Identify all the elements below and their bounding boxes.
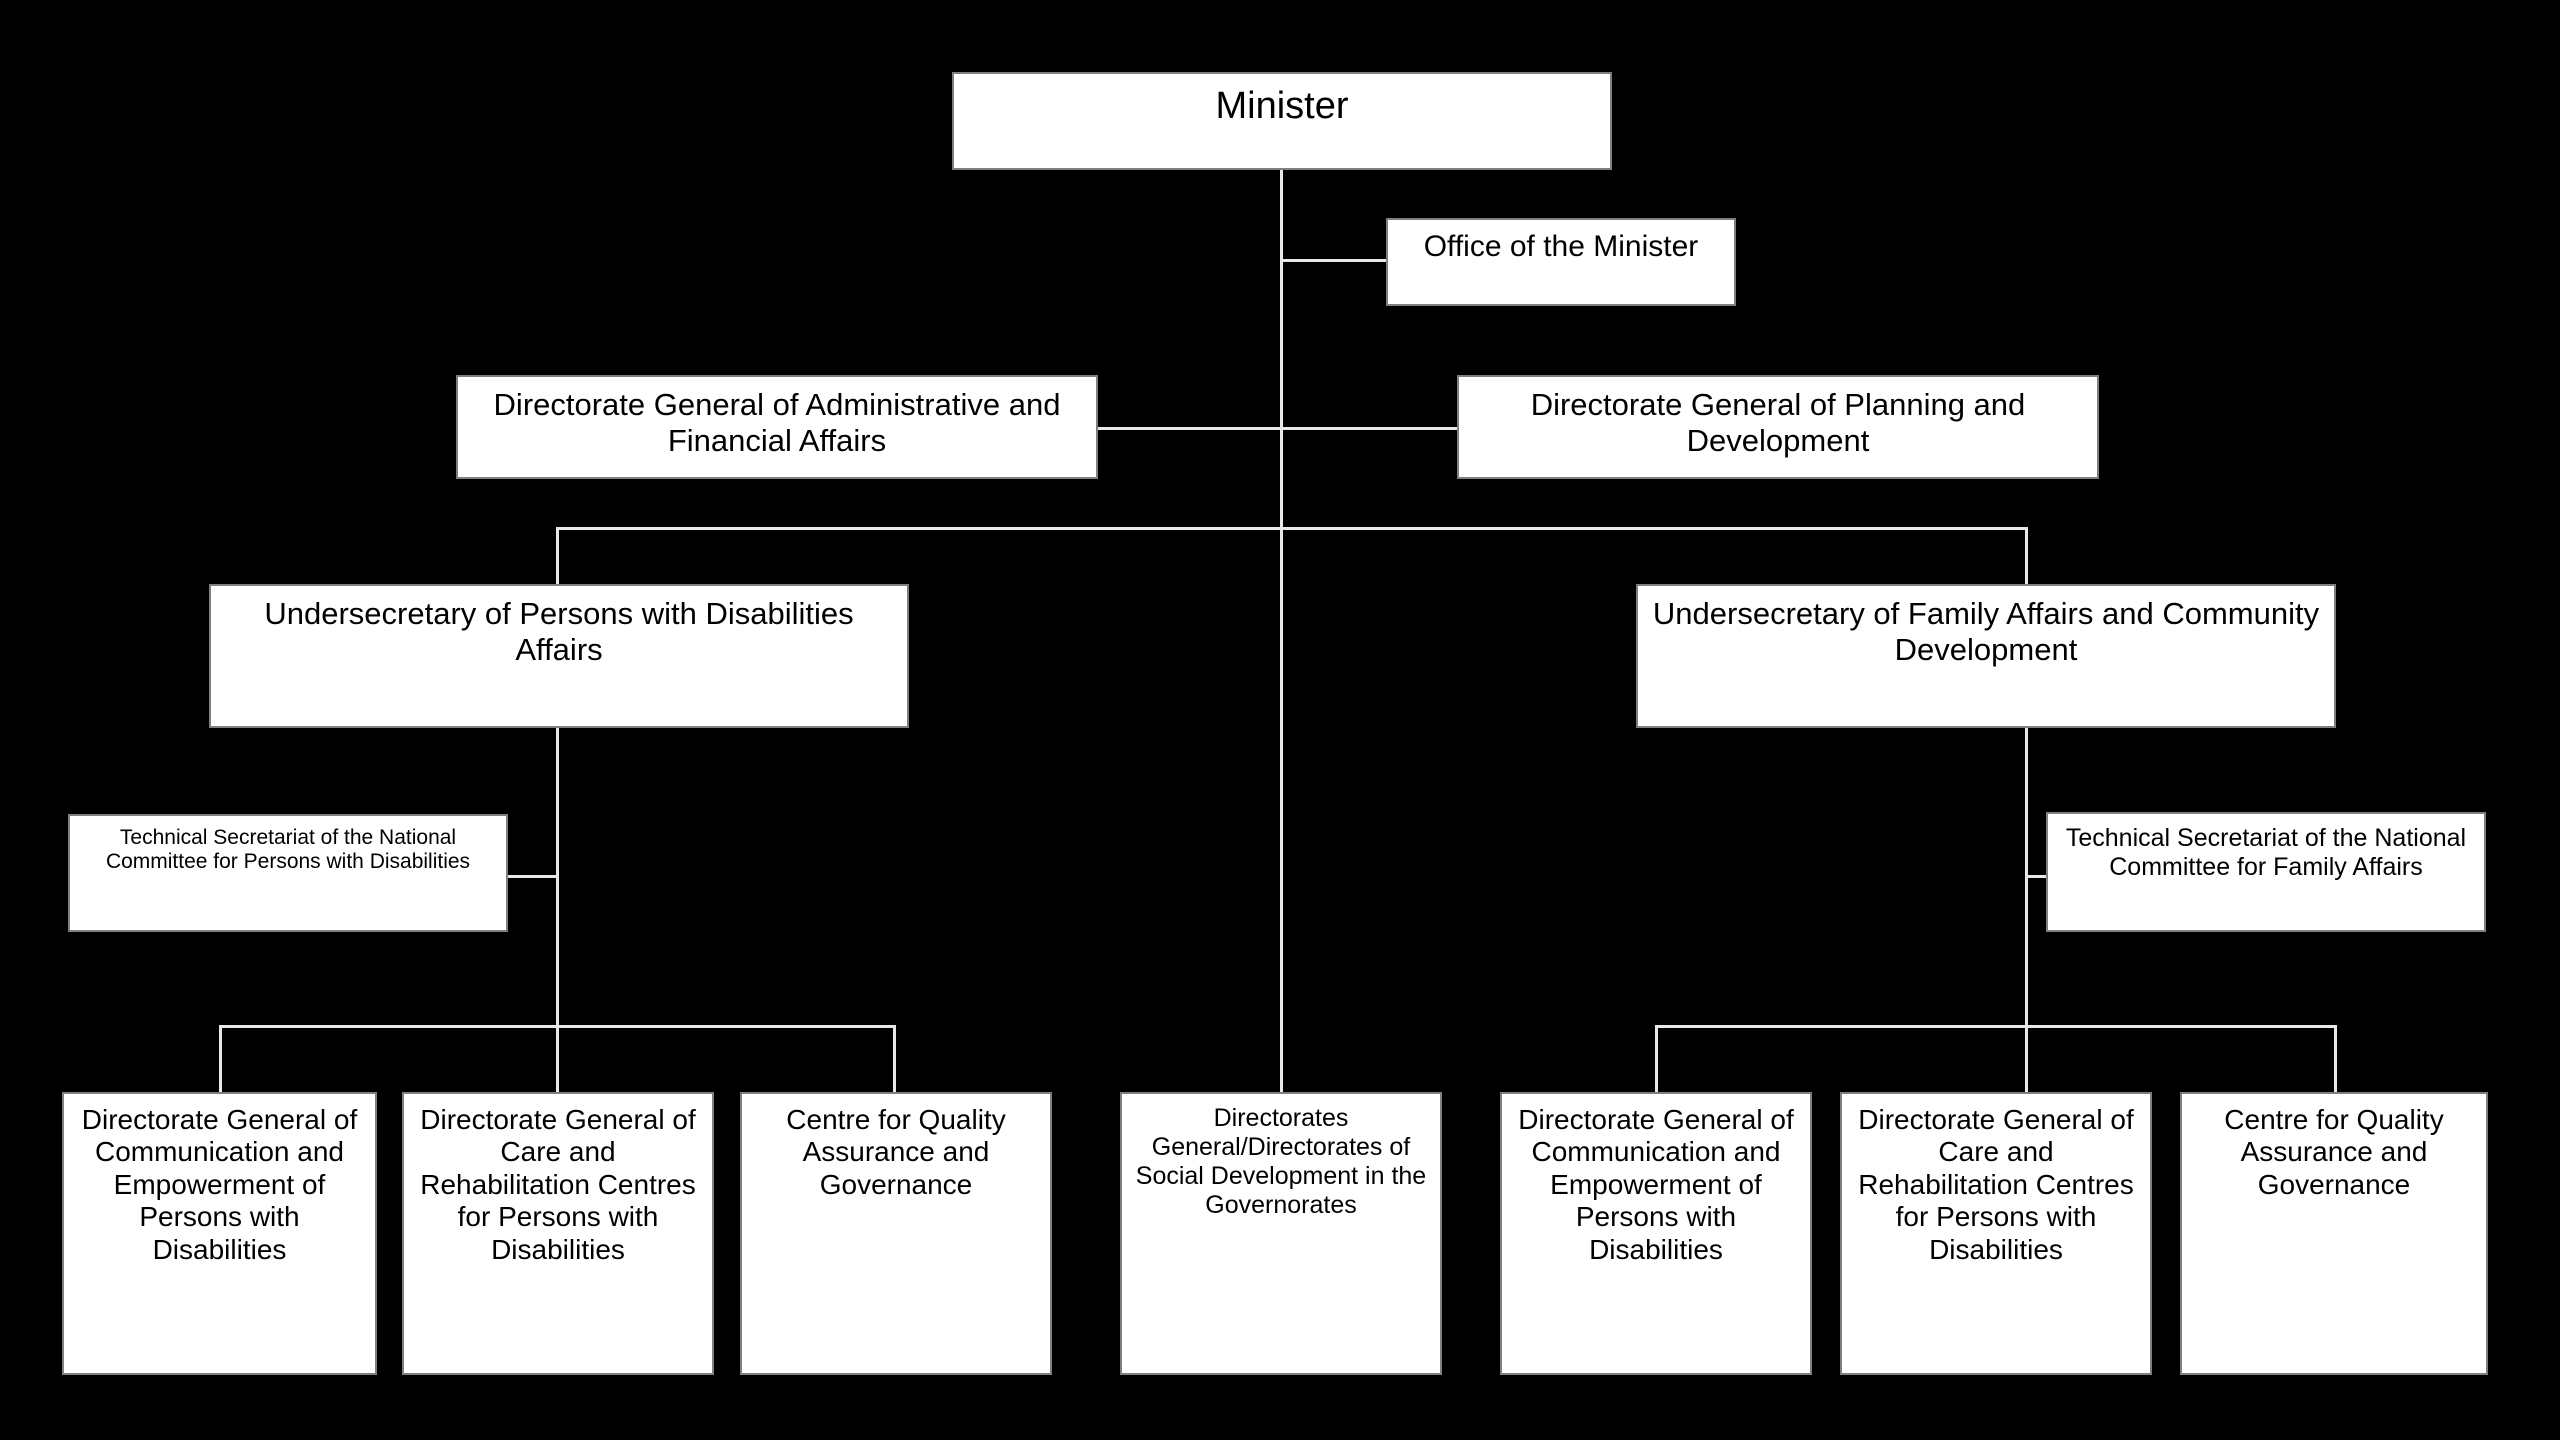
node-dg-communication-empowerment-left-label: Directorate General of Communication and… (81, 1104, 358, 1265)
connector-right-child3 (2334, 1025, 2337, 1093)
node-dg-planning-development-label: Directorate General of Planning and Deve… (1530, 387, 2026, 458)
node-undersecretary-family-affairs[interactable]: Undersecretary of Family Affairs and Com… (1636, 584, 2336, 728)
connector-left-child2 (556, 1025, 559, 1093)
node-dg-care-rehabilitation-right-label: Directorate General of Care and Rehabili… (1858, 1104, 2134, 1265)
node-minister-label: Minister (1215, 85, 1349, 127)
connector-left-child1 (219, 1025, 222, 1093)
node-directorates-social-development[interactable]: Directorates General/Directorates of Soc… (1120, 1092, 1442, 1375)
node-dg-planning-development[interactable]: Directorate General of Planning and Deve… (1457, 375, 2099, 479)
node-directorates-social-development-label: Directorates General/Directorates of Soc… (1135, 1104, 1427, 1219)
node-technical-secretariat-family-label: Technical Secretariat of the National Co… (2065, 824, 2467, 881)
connector-crossbar-to-us-right (2025, 527, 2028, 585)
node-centre-quality-right-label: Centre for Quality Assurance and Governa… (2224, 1104, 2444, 1200)
node-dg-administrative-financial-label: Directorate General of Administrative an… (493, 387, 1061, 458)
node-dg-administrative-financial[interactable]: Directorate General of Administrative an… (456, 375, 1098, 479)
node-undersecretary-disabilities-label: Undersecretary of Persons with Disabilit… (264, 596, 854, 667)
node-dg-communication-empowerment-right[interactable]: Directorate General of Communication and… (1500, 1092, 1812, 1375)
node-technical-secretariat-disabilities[interactable]: Technical Secretariat of the National Co… (68, 814, 508, 932)
node-office-of-the-minister-label: Office of the Minister (1423, 230, 1699, 263)
connector-minister-to-office (1280, 259, 1388, 262)
node-dg-communication-empowerment-right-label: Directorate General of Communication and… (1518, 1104, 1794, 1265)
connector-left-child3 (893, 1025, 896, 1093)
connector-undersecretary-crossbar (556, 527, 2028, 530)
connector-right-child2 (2025, 1025, 2028, 1093)
node-minister[interactable]: Minister (952, 72, 1612, 170)
node-office-of-the-minister[interactable]: Office of the Minister (1386, 218, 1736, 306)
connector-dg-crossbar (1098, 427, 1458, 430)
connector-minister-spine (1280, 170, 1283, 1092)
node-technical-secretariat-disabilities-label: Technical Secretariat of the National Co… (105, 826, 471, 874)
connector-crossbar-to-us-left (556, 527, 559, 585)
node-dg-care-rehabilitation-left[interactable]: Directorate General of Care and Rehabili… (402, 1092, 714, 1375)
connector-right-children-bar (1655, 1025, 2335, 1028)
node-centre-quality-left[interactable]: Centre for Quality Assurance and Governa… (740, 1092, 1052, 1375)
node-dg-care-rehabilitation-left-label: Directorate General of Care and Rehabili… (420, 1104, 696, 1265)
node-undersecretary-family-affairs-label: Undersecretary of Family Affairs and Com… (1652, 596, 2320, 667)
node-dg-communication-empowerment-left[interactable]: Directorate General of Communication and… (62, 1092, 377, 1375)
node-dg-care-rehabilitation-right[interactable]: Directorate General of Care and Rehabili… (1840, 1092, 2152, 1375)
node-technical-secretariat-family[interactable]: Technical Secretariat of the National Co… (2046, 812, 2486, 932)
node-undersecretary-disabilities[interactable]: Undersecretary of Persons with Disabilit… (209, 584, 909, 728)
connector-right-child1 (1655, 1025, 1658, 1093)
node-centre-quality-left-label: Centre for Quality Assurance and Governa… (786, 1104, 1006, 1200)
connector-us-left-to-secretariat (508, 875, 558, 878)
node-centre-quality-right[interactable]: Centre for Quality Assurance and Governa… (2180, 1092, 2488, 1375)
